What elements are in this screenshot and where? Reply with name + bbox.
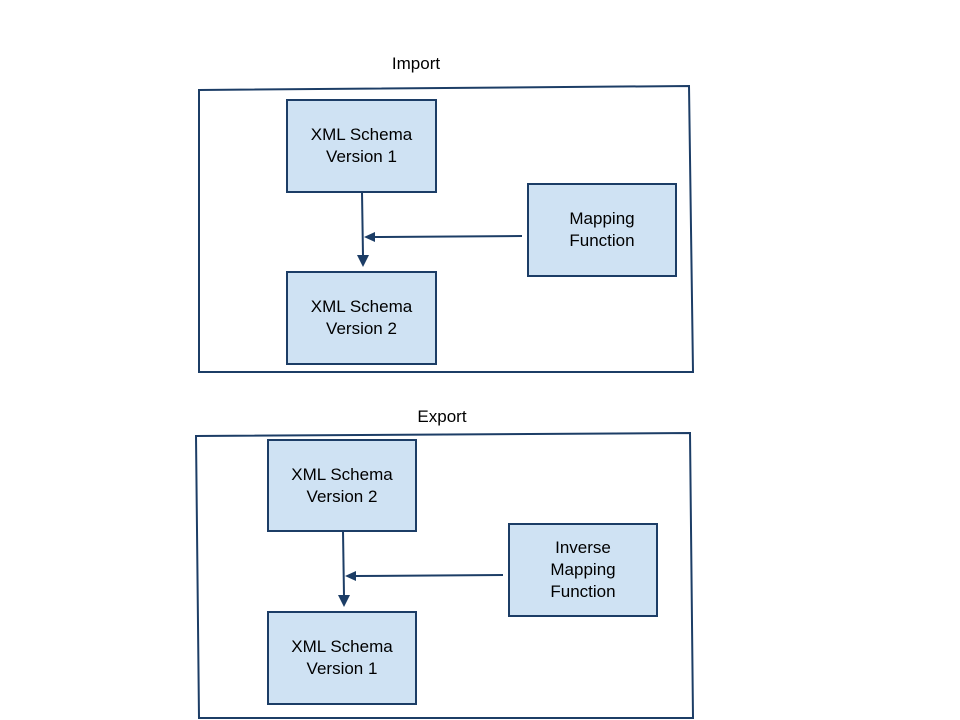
import-function-box[interactable] [527,183,677,277]
import-target-label: XML Schema Version 2 [310,297,413,338]
import-mapping-edge [373,235,523,238]
import-function-label: Mapping Function [569,209,635,250]
import-schema-edge [361,191,364,257]
import-schema-arrowhead [357,255,369,267]
import-frame [198,84,695,373]
import-mapping-arrowhead [364,232,375,242]
import-title: Import [391,54,441,73]
export-schema-arrowhead [338,595,350,607]
import-target-box[interactable] [286,271,437,365]
export-target-label: XML Schema Version 1 [291,637,393,678]
export-source-box[interactable] [267,439,417,532]
export-function-label: Inverse Mapping Function [550,538,616,601]
export-mapping-edge [354,574,504,577]
export-frame [194,431,695,719]
export-mapping-arrowhead [345,571,356,581]
export-target-box[interactable] [267,611,417,705]
export-title: Export [417,407,467,426]
export-source-label: XML Schema Version 2 [291,464,393,506]
export-schema-edge [342,530,345,597]
import-source-label: XML Schema Version 1 [310,125,413,166]
export-function-box[interactable] [508,523,658,617]
import-source-box[interactable] [286,99,437,193]
